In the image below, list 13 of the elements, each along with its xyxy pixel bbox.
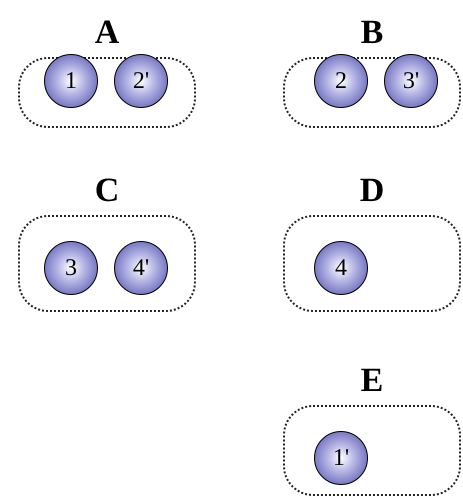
group-heading: E [360, 361, 384, 401]
circle-node: 1 [44, 54, 98, 108]
circle-node: 2 [314, 54, 368, 108]
circle-node: 3 [44, 241, 98, 295]
group-heading: C [94, 171, 120, 211]
circle-node: 3' [384, 54, 438, 108]
circle-node: 2' [114, 54, 168, 108]
group-heading: A [94, 13, 120, 53]
group-heading: D [358, 171, 386, 211]
group-heading: B [360, 13, 384, 53]
circle-node: 4' [114, 241, 168, 295]
circle-node: 1' [314, 431, 368, 485]
circle-node: 4 [314, 241, 368, 295]
